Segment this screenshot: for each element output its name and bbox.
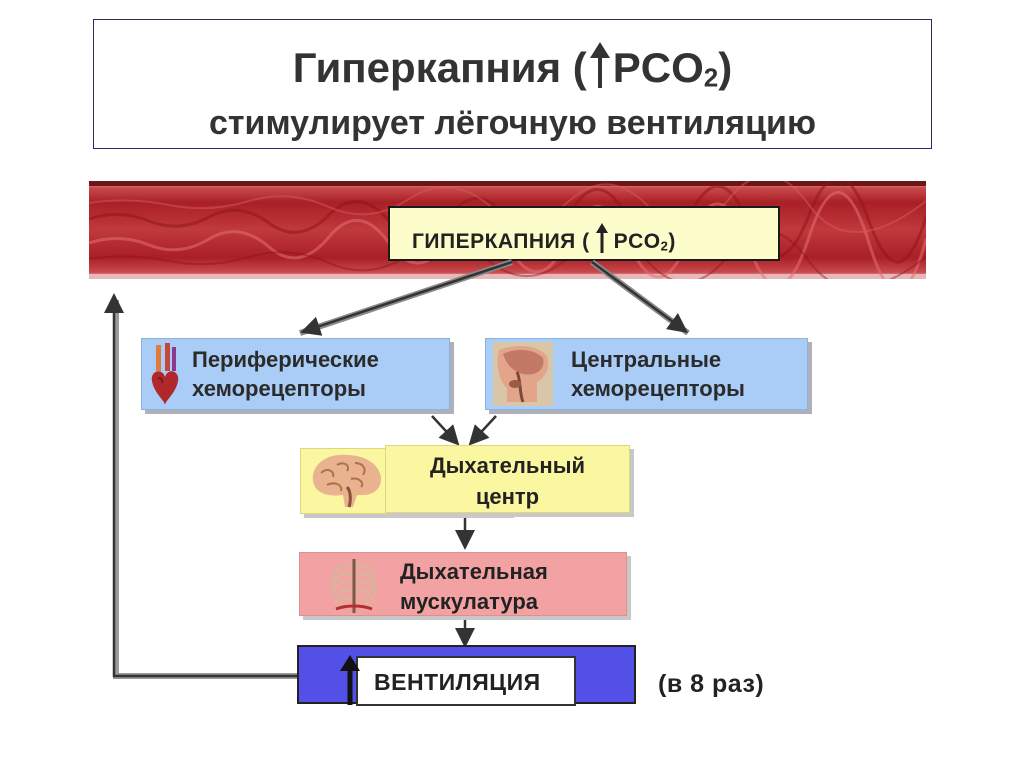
heart-icon bbox=[151, 343, 179, 405]
respiratory-muscles-line-1: Дыхательная bbox=[400, 559, 548, 584]
respiratory-center-line-1: Дыхательный bbox=[429, 453, 586, 478]
central-chemoreceptors-box: Центральные хеморецепторы bbox=[485, 338, 808, 410]
hypercapnia-text: ГИПЕРКАПНИЯ ( PCO2) bbox=[412, 223, 676, 254]
respiratory-muscles-label: Дыхательная мускулатура bbox=[400, 557, 548, 617]
brain-icon bbox=[312, 454, 381, 508]
up-arrow-icon bbox=[595, 223, 608, 253]
hypercapnia-box: ГИПЕРКАПНИЯ ( PCO2) bbox=[388, 206, 780, 261]
central-label: Центральные хеморецепторы bbox=[571, 345, 745, 403]
head-section-icon bbox=[493, 342, 553, 406]
title-line-1: Гиперкапния ( PCO2) bbox=[94, 42, 931, 94]
feedback-loop-core bbox=[104, 293, 298, 678]
ventilation-label-box: ВЕНТИЛЯЦИЯ bbox=[356, 656, 576, 706]
respiratory-center-box: Дыхательный центр bbox=[385, 445, 630, 513]
title-pco: PCO bbox=[612, 44, 704, 91]
arrow-to-peripheral-core bbox=[300, 260, 513, 336]
hypercapnia-label: ГИПЕРКАПНИЯ ( bbox=[412, 230, 590, 253]
respiratory-muscles-line-2: мускулатура bbox=[400, 589, 539, 614]
peripheral-line-1: Периферические bbox=[192, 347, 379, 372]
title-pco-sub: 2 bbox=[703, 62, 719, 93]
respiratory-center-label: Дыхательный центр bbox=[386, 450, 629, 512]
ribcage-icon bbox=[330, 559, 378, 613]
central-line-1: Центральные bbox=[571, 347, 722, 372]
title-box: Гиперкапния ( PCO2) стимулирует лёгочную … bbox=[93, 19, 932, 149]
peripheral-label: Периферические хеморецепторы bbox=[192, 345, 379, 403]
central-line-2: хеморецепторы bbox=[571, 376, 745, 401]
arrow-central-to-center bbox=[468, 415, 497, 446]
peripheral-chemoreceptors-box: Периферические хеморецепторы bbox=[141, 338, 450, 410]
up-arrow-icon bbox=[589, 42, 610, 88]
hypercapnia-pco-sub: 2 bbox=[660, 238, 669, 254]
peripheral-line-2: хеморецепторы bbox=[192, 376, 366, 401]
arrow-peripheral-to-center bbox=[431, 415, 460, 446]
title-line-2: стимулирует лёгочную вентиляцию bbox=[208, 104, 816, 142]
respiratory-muscles-box: Дыхательная мускулатура bbox=[299, 552, 627, 616]
title-prefix: Гиперкапния ( bbox=[292, 44, 587, 91]
arrow-to-central-core bbox=[591, 260, 689, 333]
respiratory-center-line-2: центр bbox=[475, 484, 540, 509]
ventilation-note: (в 8 раз) bbox=[658, 670, 765, 698]
title-suffix: ) bbox=[718, 44, 733, 91]
hypercapnia-pco: PCO bbox=[613, 230, 661, 253]
ventilation-label: ВЕНТИЛЯЦИЯ bbox=[374, 669, 541, 695]
hypercapnia-suffix: ) bbox=[668, 230, 676, 253]
up-arrow-icon bbox=[340, 655, 360, 705]
